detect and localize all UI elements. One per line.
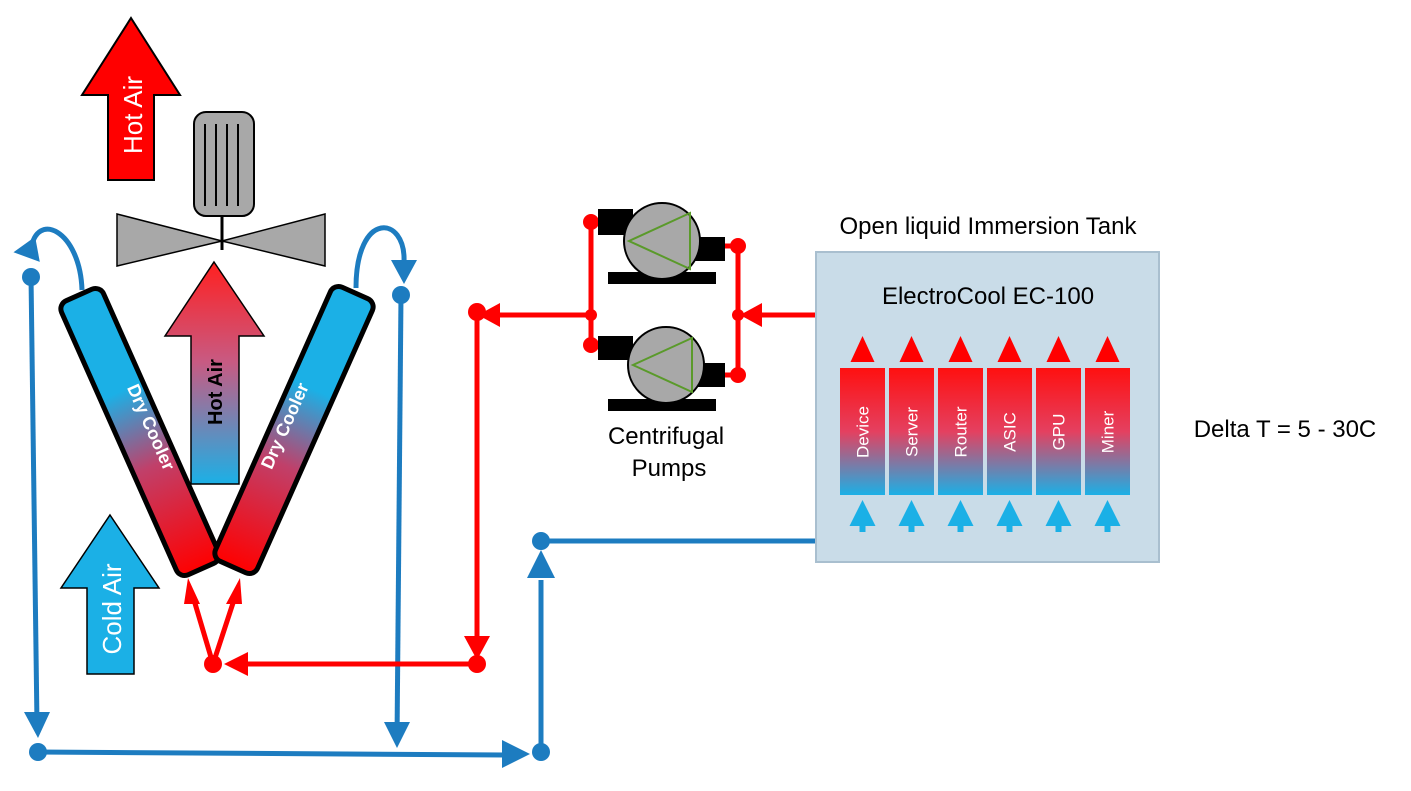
fan-blade-right <box>221 213 326 267</box>
device-label: Server <box>903 407 922 457</box>
device-cards: Device Server Router ASIC GPU Miner <box>840 336 1130 532</box>
device-label: ASIC <box>1001 412 1020 452</box>
tank-title: Open liquid Immersion Tank <box>839 213 1137 240</box>
exhaust-hot-air-label: Hot Air <box>118 76 148 154</box>
device-card-asic: ASIC <box>987 336 1032 532</box>
pumps-label-line2: Pumps <box>632 455 707 482</box>
delta-t-label: Delta T = 5 - 30C <box>1194 416 1377 443</box>
hot-outlet-arrow <box>948 336 973 362</box>
device-body <box>840 368 885 495</box>
header-left-arrow <box>224 652 248 676</box>
pump-outlet-arrow <box>478 303 500 327</box>
right-loop-down-arrow <box>391 260 417 284</box>
cold-loop-nodes <box>22 268 550 761</box>
cold-inlet-arrow <box>1094 500 1121 526</box>
riser-down-arrow <box>464 636 490 660</box>
cold-inlet-arrow <box>898 500 925 526</box>
fan-motor <box>193 111 255 217</box>
device-body <box>1085 368 1130 495</box>
riser-up-arrow <box>527 550 555 578</box>
cold-air-label: Cold Air <box>97 563 127 654</box>
hot-outlet-arrow <box>1095 336 1120 362</box>
device-body <box>1036 368 1081 495</box>
cooler-right-feed <box>210 599 237 665</box>
cold-inlet-arrow <box>996 500 1023 526</box>
hot-outlet-arrow <box>1046 336 1071 362</box>
cold-air-arrow: Cold Air <box>59 513 161 675</box>
left-downcomer-arrow <box>24 712 50 738</box>
right-coil-outlet-pipe <box>353 225 407 289</box>
hot-loop-arrowheads <box>184 303 762 676</box>
cold-inlet-arrow <box>947 500 974 526</box>
center-hot-air-arrow: Hot Air <box>163 260 266 485</box>
device-body <box>987 368 1032 495</box>
cooler-left-feed <box>191 599 216 665</box>
hot-outlet-arrow <box>997 336 1022 362</box>
pumps-label-line1: Centrifugal <box>608 423 724 450</box>
left-feed-arrow <box>184 578 200 604</box>
cold-inlet-arrow <box>849 500 876 526</box>
right-downcomer-arrow <box>384 722 410 748</box>
exhaust-hot-air-arrow: Hot Air <box>80 16 182 181</box>
device-label: Miner <box>1099 410 1118 453</box>
device-body <box>938 368 983 495</box>
hot-outlet-arrow <box>850 336 875 362</box>
device-card-miner: Miner <box>1085 336 1130 532</box>
immersion-tank: ElectroCool EC-100 Device Server Router ASI… <box>815 251 1160 563</box>
fan-blade-left <box>116 213 223 267</box>
device-card-server: Server <box>889 336 934 532</box>
centrifugal-pump-2 <box>598 326 725 411</box>
bottom-header-pipe <box>36 749 506 758</box>
device-card-gpu: GPU <box>1036 336 1081 532</box>
hot-outlet-arrow <box>899 336 924 362</box>
device-card-router: Router <box>938 336 983 532</box>
right-downcomer-pipe <box>394 294 404 741</box>
device-body <box>889 368 934 495</box>
tank-product-name: ElectroCool EC-100 <box>882 283 1094 310</box>
centrifugal-pump-1 <box>598 202 725 284</box>
fan <box>116 111 326 267</box>
device-label: GPU <box>1050 414 1069 451</box>
device-card-device: Device <box>840 336 885 532</box>
header-right-arrow <box>502 740 530 768</box>
device-label: Router <box>952 406 971 457</box>
right-feed-arrow <box>226 578 242 604</box>
device-label: Device <box>854 406 873 458</box>
center-hot-air-label: Hot Air <box>205 359 227 425</box>
pump-inlet-arrow <box>740 303 762 327</box>
cold-inlet-arrow <box>1045 500 1072 526</box>
left-downcomer-pipe <box>28 275 40 726</box>
